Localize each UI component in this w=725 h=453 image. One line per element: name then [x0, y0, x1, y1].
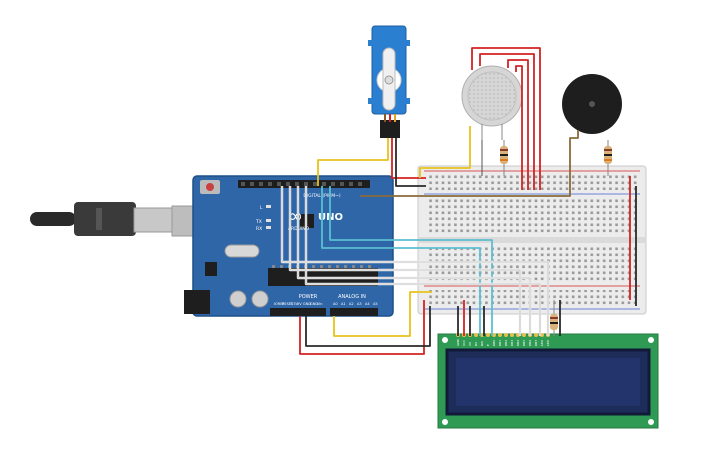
lcd-pin-v0: V0 [468, 342, 472, 346]
lcd-pin-rs: RS [474, 342, 478, 346]
usb-cable [30, 202, 195, 237]
pin-label-a3: A3 [357, 302, 362, 306]
pin-label-a4: A4 [365, 302, 370, 306]
arduino-logo-infinity: ∞ [288, 206, 303, 227]
lcd-pin-db0: DB0 [492, 340, 496, 346]
lcd-pin-rw: RW [480, 341, 484, 346]
lcd-pin-vcc: VCC [462, 340, 466, 346]
lcd-pin-gnd: GND [456, 338, 460, 346]
pin-label-5v: 5V [297, 302, 302, 306]
pin-label-a2: A2 [349, 302, 354, 306]
pin-label-reset: RESET [282, 302, 294, 306]
pin-label-a0: A0 [333, 302, 338, 306]
lcd-pin-db2: DB2 [504, 340, 508, 346]
pin-label-ioref: IOREF [274, 302, 284, 306]
resistor-gas [500, 140, 508, 176]
power-header-label: POWER [299, 294, 318, 300]
led-label-l: L [260, 205, 263, 211]
lcd-pin-db4: DB4 [516, 340, 520, 346]
resistor-lcd-backlight [550, 300, 558, 336]
lcd-pin-db5: DB5 [522, 340, 526, 346]
lcd-pin-db3: DB3 [510, 340, 514, 346]
analog-header [330, 308, 378, 316]
arduino-uno-board: DIGITAL (PWM~) ∞ UNO ARDUINO L TX RX POW… [184, 175, 394, 317]
resistor-buzzer [604, 140, 612, 176]
power-jack [184, 290, 210, 314]
pin-label-gnd-2: GND [310, 302, 318, 306]
lcd-pin-db1: DB1 [498, 340, 502, 346]
wires [280, 47, 637, 355]
pin-label-3v3: 3.3V [290, 302, 299, 306]
analog-header-label: ANALOG IN [338, 294, 366, 300]
gas-sensor [461, 65, 523, 140]
servo-motor [368, 25, 410, 138]
lcd-pin-led-2: LED [546, 339, 550, 346]
lcd-16x2: GND VCC V0 RS RW E DB0 DB1 DB2 DB3 DB4 D… [437, 333, 659, 429]
pin-label-gnd-1: GND [303, 302, 311, 306]
lcd-pin-db6: DB6 [528, 340, 532, 346]
led-label-rx: RX [256, 226, 262, 232]
led-label-tx: TX [255, 219, 262, 225]
pin-label-a1: A1 [341, 302, 346, 306]
lcd-pin-led-1: LED [540, 339, 544, 346]
lcd-pin-e: E [486, 344, 490, 346]
piezo-buzzer [562, 74, 622, 134]
breadboard [417, 165, 647, 315]
lcd-pin-db7: DB7 [534, 340, 538, 346]
pin-label-a5: A5 [373, 302, 378, 306]
power-header [270, 308, 326, 316]
pin-label-vin: Vin [317, 302, 323, 306]
